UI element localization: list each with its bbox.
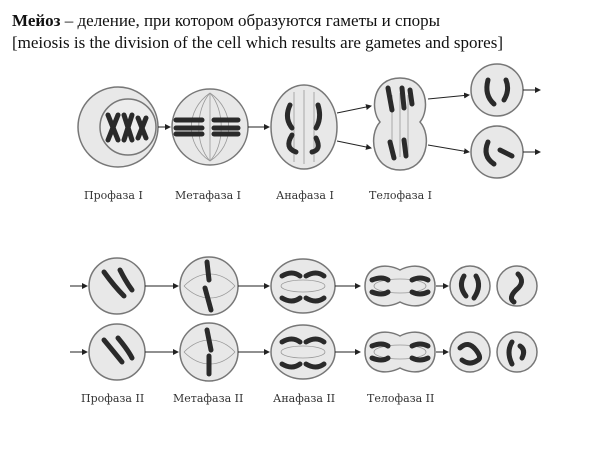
label-prophase-2: Профаза II — [81, 392, 145, 405]
label-anaphase-1: Анафаза I — [276, 189, 334, 202]
cell-telophase-2b — [364, 331, 436, 373]
label-metaphase-1: Метафаза I — [175, 189, 241, 202]
cell-prophase-1 — [77, 86, 159, 168]
label-metaphase-2: Метафаза II — [173, 392, 244, 405]
heading: Мейоз – деление, при котором образуются … — [12, 10, 503, 54]
definition: – деление, при котором образуются гаметы… — [60, 11, 441, 30]
cell-telophase-2a — [364, 265, 436, 307]
term: Мейоз — [12, 11, 61, 30]
cell-gamete-3 — [449, 331, 491, 373]
label-prophase-1: Профаза I — [84, 189, 143, 202]
cell-daughter-1b — [470, 125, 524, 179]
translation: [meiosis is the division of the cell whi… — [12, 33, 503, 52]
label-anaphase-2: Анафаза II — [273, 392, 336, 405]
label-telophase-1: Телофаза I — [369, 189, 433, 202]
cell-gamete-1 — [449, 265, 491, 307]
cell-daughter-1a — [470, 63, 524, 117]
cell-gamete-4 — [496, 331, 538, 373]
label-telophase-2: Телофаза II — [367, 392, 435, 405]
